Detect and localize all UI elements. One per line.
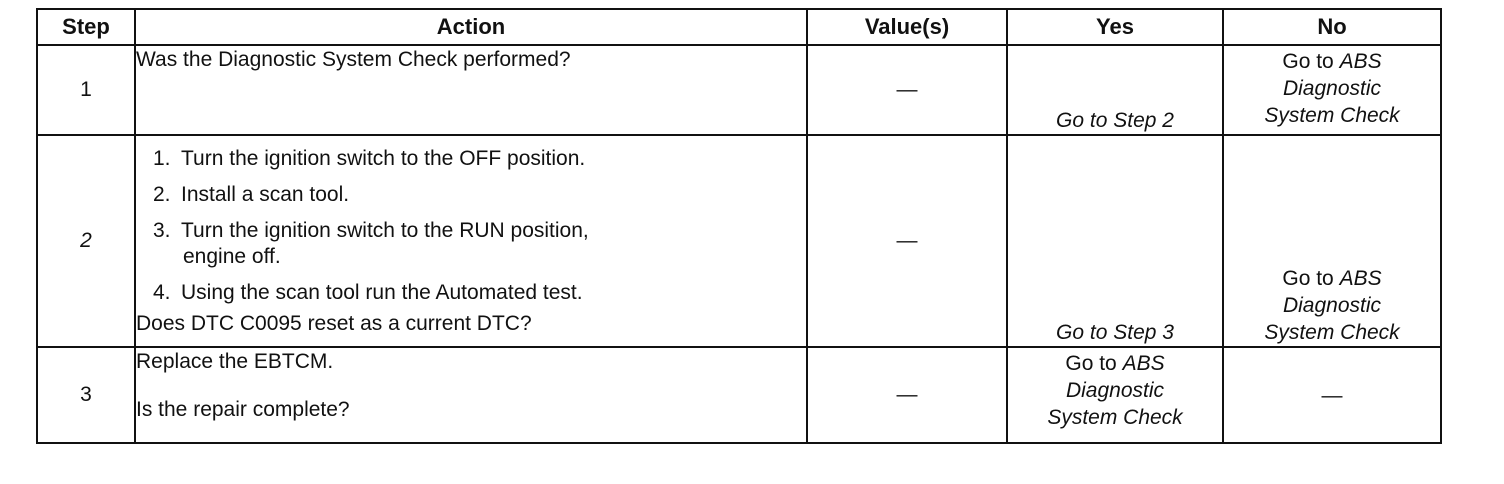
table-row: 2 1. Turn the ignition switch to the OFF … (36, 134, 1442, 348)
header-step: Step (36, 8, 136, 46)
list-item: 4. Using the scan tool run the Automated … (153, 280, 806, 306)
list-item: 1. Turn the ignition switch to the OFF po… (153, 146, 806, 172)
value-cell: — (806, 44, 1008, 136)
value-cell: — (806, 134, 1008, 348)
value-dash: — (896, 229, 918, 252)
no-link-cont[interactable]: Diagnostic (1282, 77, 1382, 100)
diagnostic-table: Step Action Value(s) Yes No 1 Was the Di… (36, 8, 1442, 444)
list-text: Turn the ignition switch to the RUN posi… (181, 219, 589, 242)
no-link-cont[interactable]: System Check (1264, 321, 1400, 344)
yes-prefix: Go to (1056, 109, 1114, 132)
header-yes: Yes (1006, 8, 1224, 46)
list-text: Install a scan tool. (181, 183, 350, 206)
list-number: 1. (153, 147, 171, 170)
no-cell: — (1222, 346, 1442, 444)
no-dash: — (1321, 383, 1343, 407)
no-link-cont[interactable]: System Check (1264, 104, 1400, 127)
action-question: Is the repair complete? (136, 398, 350, 421)
value-cell: — (806, 346, 1008, 444)
action-question: Was the Diagnostic System Check performe… (136, 48, 571, 71)
action-instruction: Replace the EBTCM. (136, 350, 334, 373)
yes-link-cont[interactable]: Diagnostic (1065, 379, 1165, 402)
list-number: 4. (153, 281, 171, 304)
no-prefix: Go to (1282, 267, 1340, 290)
no-cell: Go to ABS Diagnostic System Check (1222, 134, 1442, 348)
header-action: Action (134, 8, 808, 46)
yes-prefix: Go to (1065, 352, 1123, 375)
yes-link[interactable]: Step 2 (1113, 109, 1174, 132)
no-link[interactable]: ABS (1339, 50, 1382, 73)
table-row: 1 Was the Diagnostic System Check perfor… (36, 44, 1442, 136)
list-number: 2. (153, 183, 171, 206)
yes-link[interactable]: ABS (1122, 352, 1165, 375)
table-row: 3 Replace the EBTCM. Is the repair compl… (36, 346, 1442, 444)
action-cell: Was the Diagnostic System Check performe… (134, 44, 808, 136)
procedure-list: 1. Turn the ignition switch to the OFF po… (136, 146, 806, 306)
header-no: No (1222, 8, 1442, 46)
value-dash: — (896, 78, 918, 101)
step-number: 2 (36, 134, 136, 348)
list-item: 2. Install a scan tool. (153, 182, 806, 208)
action-cell: Replace the EBTCM. Is the repair complet… (134, 346, 808, 444)
list-text-cont: engine off. (183, 245, 281, 268)
list-text: Turn the ignition switch to the OFF posi… (181, 147, 586, 170)
value-dash: — (896, 383, 918, 406)
yes-prefix: Go to (1056, 321, 1114, 344)
yes-cell: Go to ABS Diagnostic System Check (1006, 346, 1224, 444)
list-item: 3. Turn the ignition switch to the RUN po… (153, 218, 806, 270)
yes-link-cont[interactable]: System Check (1047, 406, 1183, 429)
header-value: Value(s) (806, 8, 1008, 46)
no-cell: Go to ABS Diagnostic System Check (1222, 44, 1442, 136)
yes-cell: Go to Step 2 (1006, 44, 1224, 136)
no-link-cont[interactable]: Diagnostic (1282, 294, 1382, 317)
no-prefix: Go to (1282, 50, 1340, 73)
action-cell: 1. Turn the ignition switch to the OFF po… (134, 134, 808, 348)
list-text: Using the scan tool run the Automated te… (181, 281, 583, 304)
list-number: 3. (153, 219, 171, 242)
step-number: 3 (36, 346, 136, 444)
header-row: Step Action Value(s) Yes No (36, 8, 1442, 46)
no-link[interactable]: ABS (1339, 267, 1382, 290)
step-number: 1 (36, 44, 136, 136)
yes-cell: Go to Step 3 (1006, 134, 1224, 348)
action-question: Does DTC C0095 reset as a current DTC? (136, 312, 532, 335)
yes-link[interactable]: Step 3 (1113, 321, 1174, 344)
